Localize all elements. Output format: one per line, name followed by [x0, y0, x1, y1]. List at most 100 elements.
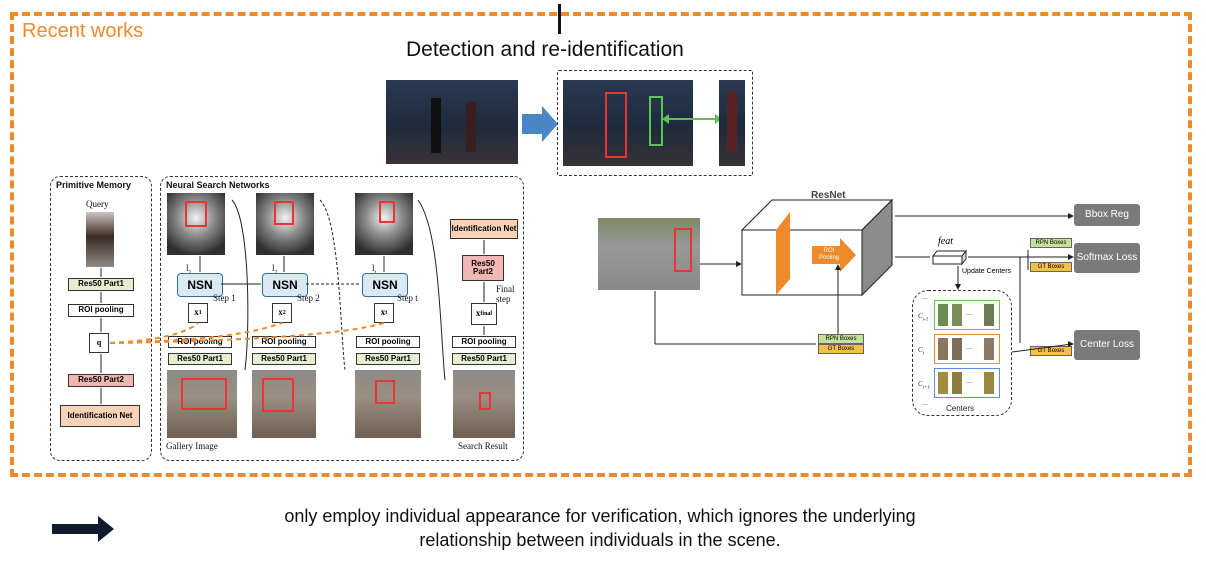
match-arrow-icon [662, 114, 722, 124]
pm-res50-part1: Res50 Part1 [68, 278, 134, 291]
nsn-roi-pooling-t: ROI pooling [356, 336, 420, 348]
pm-identification-net: Identification Net [60, 405, 140, 427]
person-silhouette [466, 102, 476, 152]
cluster-thumb [938, 338, 948, 360]
nsn-res50-part1-final: Res50 Part1 [452, 353, 516, 365]
detection-input-image [386, 80, 518, 164]
gt-boxes-tag-bottom: GT Boxes [818, 344, 864, 354]
gallery-image-t [355, 370, 421, 438]
lt-label: lt [372, 263, 376, 276]
cluster-next [934, 368, 1000, 398]
cluster-ellipsis: ... [966, 344, 972, 351]
conclusion-arrow-icon [52, 516, 114, 542]
step1-label: Step 1 [213, 293, 236, 303]
detection-box-red [605, 92, 627, 158]
cluster-thumb [984, 304, 994, 326]
recent-works-frame [10, 12, 1192, 477]
query-image [86, 212, 114, 267]
step2-label: Step 2 [297, 293, 320, 303]
cluster-thumb [952, 338, 962, 360]
cluster-thumb [938, 372, 948, 394]
cluster-thumb [952, 304, 962, 326]
search-region-box [181, 378, 227, 410]
detection-title: Detection and re-identification [406, 38, 684, 61]
query-person-crop [719, 80, 745, 166]
person-silhouette [431, 98, 441, 153]
cluster-label-next: Ci+1 [918, 380, 930, 391]
gallery-image-label: Gallery Image [166, 441, 218, 451]
pm-roi-pooling: ROI pooling [68, 304, 134, 317]
reid-result-box [557, 70, 753, 176]
l2-label: l2 [272, 263, 278, 276]
resnet-input-image [598, 218, 700, 290]
q-feature: q [89, 333, 109, 353]
cluster-ellipsis: ... [966, 378, 972, 385]
gt-boxes-tag-softmax: GT Boxes [1030, 262, 1072, 272]
detection-output-image [563, 80, 693, 166]
attention-box [274, 201, 294, 225]
cluster-thumb [984, 372, 994, 394]
nsn-res50-part1-1: Res50 Part1 [168, 353, 232, 365]
nsn-identification-net: Identification Net [450, 219, 518, 239]
resnet-label: ResNet [811, 190, 846, 201]
bbox-reg-output: Bbox Reg [1074, 204, 1140, 226]
search-result-label: Search Result [458, 441, 508, 451]
centers-box [912, 290, 1012, 416]
cluster-thumb [938, 304, 948, 326]
feature-map-1 [167, 193, 225, 255]
nsn-box [160, 176, 524, 461]
nsn-roi-pooling-final: ROI pooling [452, 336, 516, 348]
gallery-image-2 [252, 370, 316, 438]
target-box [674, 228, 692, 272]
centers-label: Centers [946, 404, 975, 413]
center-loss-output: Center Loss [1074, 330, 1140, 360]
roi-pooling-label: ROI Pooling [818, 248, 839, 261]
nsn-res50-part1-t: Res50 Part1 [356, 353, 420, 365]
rpn-boxes-tag-softmax: RPN Boxes [1030, 238, 1072, 248]
search-region-box [262, 378, 294, 412]
cluster-thumb [952, 372, 962, 394]
attention-box [185, 201, 207, 227]
conclusion-line2: relationship between individuals in the … [419, 530, 781, 551]
cluster-i [934, 334, 1000, 364]
conclusion-line1: only employ individual appearance for ve… [284, 506, 916, 526]
nsn-block-t: NSN [362, 273, 408, 297]
person-silhouette [727, 92, 737, 152]
cluster-label-i: Ci [918, 346, 925, 357]
nsn-title: Neural Search Networks [166, 180, 270, 190]
cluster-label-prev: Ci-1 [918, 312, 929, 323]
softmax-loss-output: Softmax Loss [1074, 243, 1140, 273]
detection-box-green [649, 96, 663, 146]
result-box [479, 392, 491, 410]
centers-ellipsis-bottom: ... [922, 400, 928, 407]
final-step-label: Final step [496, 284, 515, 304]
nsn-res50-part2: Res50 Part2 [462, 255, 504, 281]
nsn-block-2: NSN [262, 273, 308, 297]
gallery-image-1 [167, 370, 237, 438]
update-centers-label: Update Centers [962, 268, 1012, 275]
feat-label: feat [938, 236, 953, 247]
feature-map-t [355, 193, 413, 255]
feature-map-2 [256, 193, 314, 255]
rpn-boxes-tag-bottom: RPN Boxes [818, 334, 864, 344]
feat-vector-icon [932, 249, 968, 266]
primitive-memory-title: Primitive Memory [56, 180, 132, 190]
l1-label: l1 [186, 263, 192, 276]
nsn-block-1: NSN [177, 273, 223, 297]
cluster-thumb [984, 338, 994, 360]
stept-label: Step t [397, 293, 418, 303]
search-result-image [453, 370, 515, 438]
cluster-prev [934, 300, 1000, 330]
nsn-res50-part1-2: Res50 Part1 [252, 353, 316, 365]
primitive-memory-box [50, 176, 152, 461]
pm-res50-part2: Res50 Part2 [68, 374, 134, 387]
text-cursor [558, 4, 561, 34]
forward-arrow-icon [522, 106, 558, 142]
